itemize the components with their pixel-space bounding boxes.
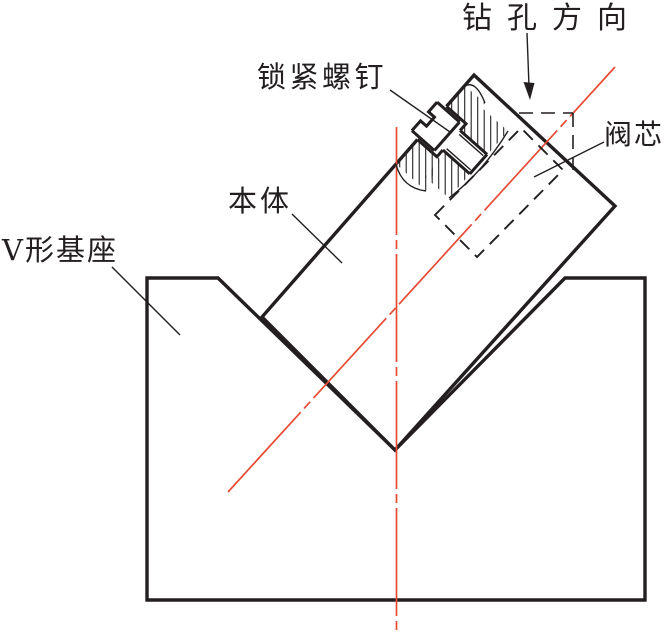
screw-head-and-slot	[410, 101, 461, 152]
section-break-line	[464, 84, 486, 104]
leader-body	[291, 213, 343, 264]
center-line-diagonal	[227, 66, 616, 493]
label-valve-core: 阀芯	[604, 118, 664, 151]
valve-core-hidden-outline	[433, 126, 565, 259]
drill-direction-arrow	[523, 32, 535, 100]
counterbore-outline	[416, 105, 469, 159]
leader-locking-screw	[389, 89, 451, 133]
label-v-base: V形基座	[1, 233, 118, 267]
label-body: 本体	[228, 184, 292, 218]
thread-lines	[446, 133, 484, 171]
label-locking-screw: 锁紧螺钉	[257, 60, 387, 94]
v-base-outline	[145, 276, 647, 602]
leader-v-base	[111, 266, 181, 336]
arrowhead-icon	[523, 82, 535, 100]
locking-screw-section	[410, 101, 489, 175]
leader-valve-core	[533, 141, 605, 178]
label-drill-direction: 钻孔方向	[462, 1, 642, 36]
body-outline	[259, 72, 618, 453]
screw-shank	[441, 129, 489, 175]
section-hatching	[396, 86, 508, 198]
section-break-line	[448, 130, 509, 199]
section-break-line	[395, 163, 427, 192]
